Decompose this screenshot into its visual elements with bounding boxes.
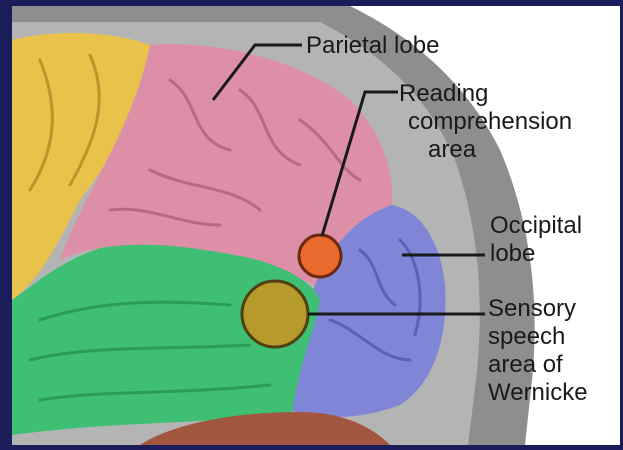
parietal-lobe-label: Parietal lobe xyxy=(306,32,439,59)
wernicke-label-line4: Wernicke xyxy=(488,379,588,406)
reading-area-label-line1: Reading xyxy=(399,80,488,107)
reading-area-label-line3: area xyxy=(428,136,477,163)
wernicke-label-line1: Sensory xyxy=(488,295,576,322)
wernicke-area-marker xyxy=(242,281,308,347)
reading-comprehension-area-marker xyxy=(299,235,341,277)
wernicke-label-line2: speech xyxy=(488,323,565,350)
wernicke-label-line3: area of xyxy=(488,351,563,378)
occipital-lobe-label-line1: Occipital xyxy=(490,212,582,239)
occipital-lobe-label-line2: lobe xyxy=(490,240,535,267)
reading-area-label-line2: comprehension xyxy=(408,108,572,135)
